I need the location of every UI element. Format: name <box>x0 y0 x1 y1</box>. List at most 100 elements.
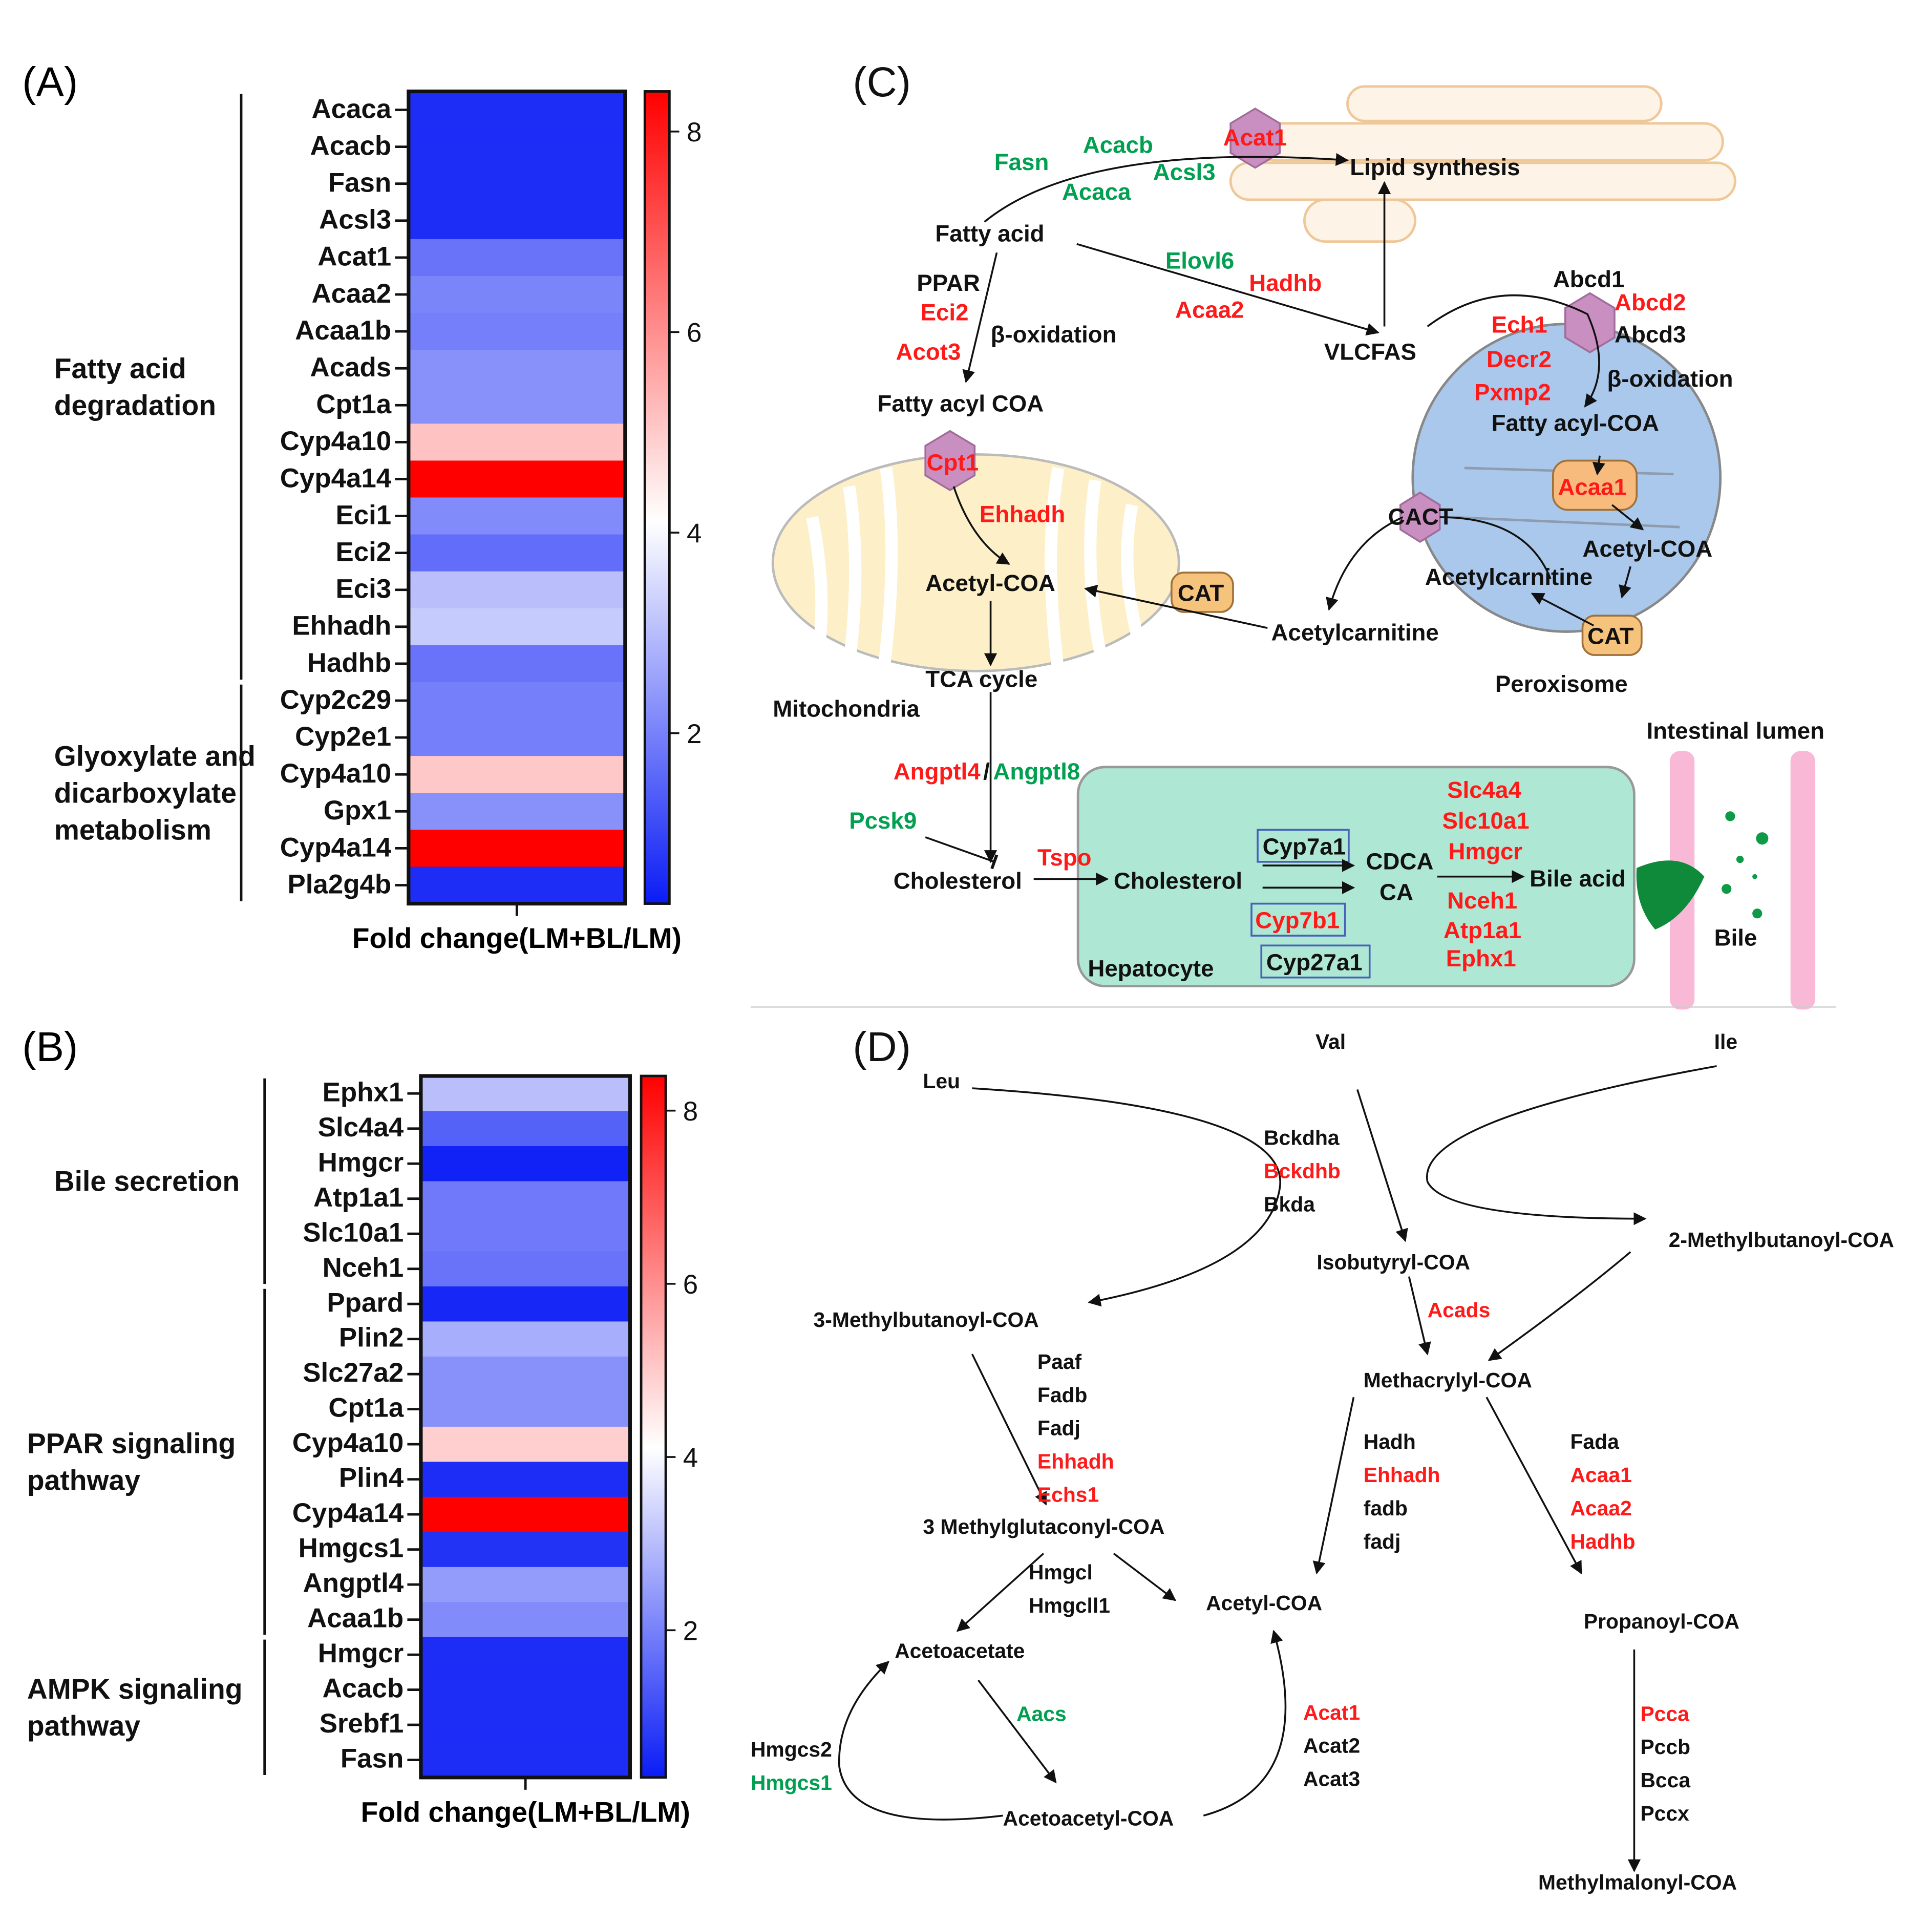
cyp7a1-label: Cyp7a1 <box>1263 833 1346 859</box>
heatmap-cell <box>408 128 625 166</box>
heatmap-cell <box>408 682 625 720</box>
colorbar-tick-label: 4 <box>687 518 702 548</box>
heatmap-cell <box>420 1426 630 1463</box>
gene-eci2: Eci2 <box>921 299 969 325</box>
fatty-acyl-coa-label: Fatty acyl COA <box>877 390 1044 416</box>
enzyme-bckdhb: Bckdhb <box>1264 1159 1341 1182</box>
colorbar-gradient <box>640 1074 667 1779</box>
gene-angptl4: Angptl4 <box>894 758 981 785</box>
panel-a-gene-labels: AcacaAcacbFasnAcsl3Acat1Acaa2Acaa1bAcads… <box>280 94 409 899</box>
gene-label: Acaa1b <box>307 1603 404 1634</box>
angptl-slash: / <box>983 758 990 785</box>
gene-label: Cpt1a <box>316 389 391 419</box>
gene-pcsk9: Pcsk9 <box>849 808 917 834</box>
ile-label: Ile <box>1714 1030 1737 1053</box>
heatmap-cell <box>408 867 625 904</box>
lipid-synthesis-label: Lipid synthesis <box>1350 154 1520 180</box>
gene-label: Nceh1 <box>323 1253 404 1283</box>
fatty-acyl-coa-perox-label: Fatty acyl-COA <box>1492 410 1659 436</box>
enzyme-aacs: Aacs <box>1016 1702 1067 1725</box>
gene-label: Cyp2e1 <box>295 722 391 752</box>
gene-slc10a1: Slc10a1 <box>1442 808 1530 834</box>
heatmap-cell <box>408 424 625 461</box>
gene-cyp7b1: Cyp7b1 <box>1255 907 1340 934</box>
panel-a: (A) AcacaAcacbFasnAcsl3Acat1Acaa2Acaa1bA… <box>22 59 702 954</box>
enzyme-fadj: fadj <box>1364 1530 1401 1553</box>
heatmap-cell <box>420 1532 630 1568</box>
gene-label: Fasn <box>328 168 391 198</box>
heatmap-cell <box>408 645 625 683</box>
gene-label: Acaa2 <box>311 279 391 309</box>
panel-d: (D) Leu Val Ile Isobutyryl-COA 2-Methylb… <box>751 1024 1894 1894</box>
group-label: metabolism <box>54 814 211 846</box>
acetylcarnitine-label: Acetylcarnitine <box>1271 619 1438 645</box>
heatmap-cell <box>420 1391 630 1428</box>
gene-label: Acat1 <box>317 242 391 272</box>
gene-label: Acads <box>310 352 392 383</box>
heatmap-cell <box>420 1742 630 1779</box>
panel-a-label: (A) <box>22 59 78 105</box>
beta-oxidation-label-2: β-oxidation <box>1607 366 1733 392</box>
enzyme-pccb: Pccb <box>1640 1735 1690 1759</box>
group-label: AMPK signaling <box>27 1673 243 1705</box>
gene-cpt1: Cpt1 <box>927 450 979 476</box>
enzyme-hadh: Hadh <box>1364 1430 1416 1453</box>
gene-label: Gpx1 <box>324 795 391 826</box>
group-label: Glyoxylate and <box>54 740 256 772</box>
gene-ech1: Ech1 <box>1492 311 1547 337</box>
cat-mito-box <box>1171 572 1234 613</box>
group-label: pathway <box>27 1465 140 1496</box>
heatmap-cell <box>420 1707 630 1743</box>
gene-label: Slc4a4 <box>318 1112 404 1143</box>
acetylcarnitine-perox-label: Acetylcarnitine <box>1425 564 1593 590</box>
gene-angptl8: Angptl8 <box>993 758 1080 785</box>
group-label: Bile secretion <box>54 1166 240 1197</box>
gene-acat1-c: Acat1 <box>1223 124 1287 151</box>
methacrylyl-coa-label: Methacrylyl-COA <box>1364 1368 1532 1392</box>
enzyme-acat3: Acat3 <box>1303 1767 1360 1791</box>
panel-d-arrows <box>838 1065 1717 1872</box>
intestinal-lumen-label: Intestinal lumen <box>1646 718 1824 744</box>
isobutyryl-coa-label: Isobutyryl-COA <box>1317 1250 1470 1274</box>
heatmap-cell <box>408 276 625 314</box>
leu-label: Leu <box>923 1069 960 1093</box>
gene-label: Fasn <box>341 1744 404 1774</box>
cat-perox-label: CAT <box>1587 623 1634 649</box>
gene-label: Cyp4a10 <box>280 758 391 789</box>
gene-label: Cyp2c29 <box>280 685 391 715</box>
heatmap-cell <box>408 793 625 831</box>
methylmalonyl-coa-label: Methylmalonyl-COA <box>1538 1871 1737 1894</box>
gene-label: Hadhb <box>307 648 391 678</box>
acetyl-coa-d-label: Acetyl-COA <box>1206 1591 1322 1615</box>
enzyme-acaa1: Acaa1 <box>1570 1463 1631 1487</box>
gene-pxmp2: Pxmp2 <box>1474 379 1551 406</box>
heatmap-cell <box>408 91 625 129</box>
cholesterol-label-1: Cholesterol <box>894 868 1022 894</box>
enzyme-hadhb: Hadhb <box>1570 1530 1635 1553</box>
gene-label: Hmgcs1 <box>299 1533 404 1563</box>
gene-label: Plin4 <box>339 1463 404 1493</box>
gene-label: Eci2 <box>335 537 391 567</box>
heatmap-cell <box>420 1567 630 1603</box>
heatmap-cell <box>408 202 625 240</box>
gene-label: Ephx1 <box>323 1077 404 1107</box>
heatmap-cell <box>408 571 625 609</box>
panel-b-xlabel: Fold change(LM+BL/LM) <box>361 1796 690 1828</box>
heatmap-cell <box>420 1602 630 1638</box>
heatmap-cell <box>408 239 625 277</box>
heatmap-cell <box>408 719 625 757</box>
gene-label: Acacb <box>310 131 392 161</box>
enzyme-hmgcs2: Hmgcs2 <box>751 1738 832 1761</box>
ca-label: CA <box>1379 879 1413 905</box>
gene-acaca: Acaca <box>1062 179 1131 205</box>
heatmap-cell <box>408 756 625 794</box>
enzyme-ehhadh: Ehhadh <box>1364 1463 1440 1487</box>
cdca-label: CDCA <box>1366 848 1434 874</box>
fatty-acid-label: Fatty acid <box>935 221 1044 247</box>
er-organelle <box>1229 85 1736 243</box>
gene-label: Eci1 <box>335 500 391 530</box>
enzyme-fada: Fada <box>1570 1430 1619 1453</box>
